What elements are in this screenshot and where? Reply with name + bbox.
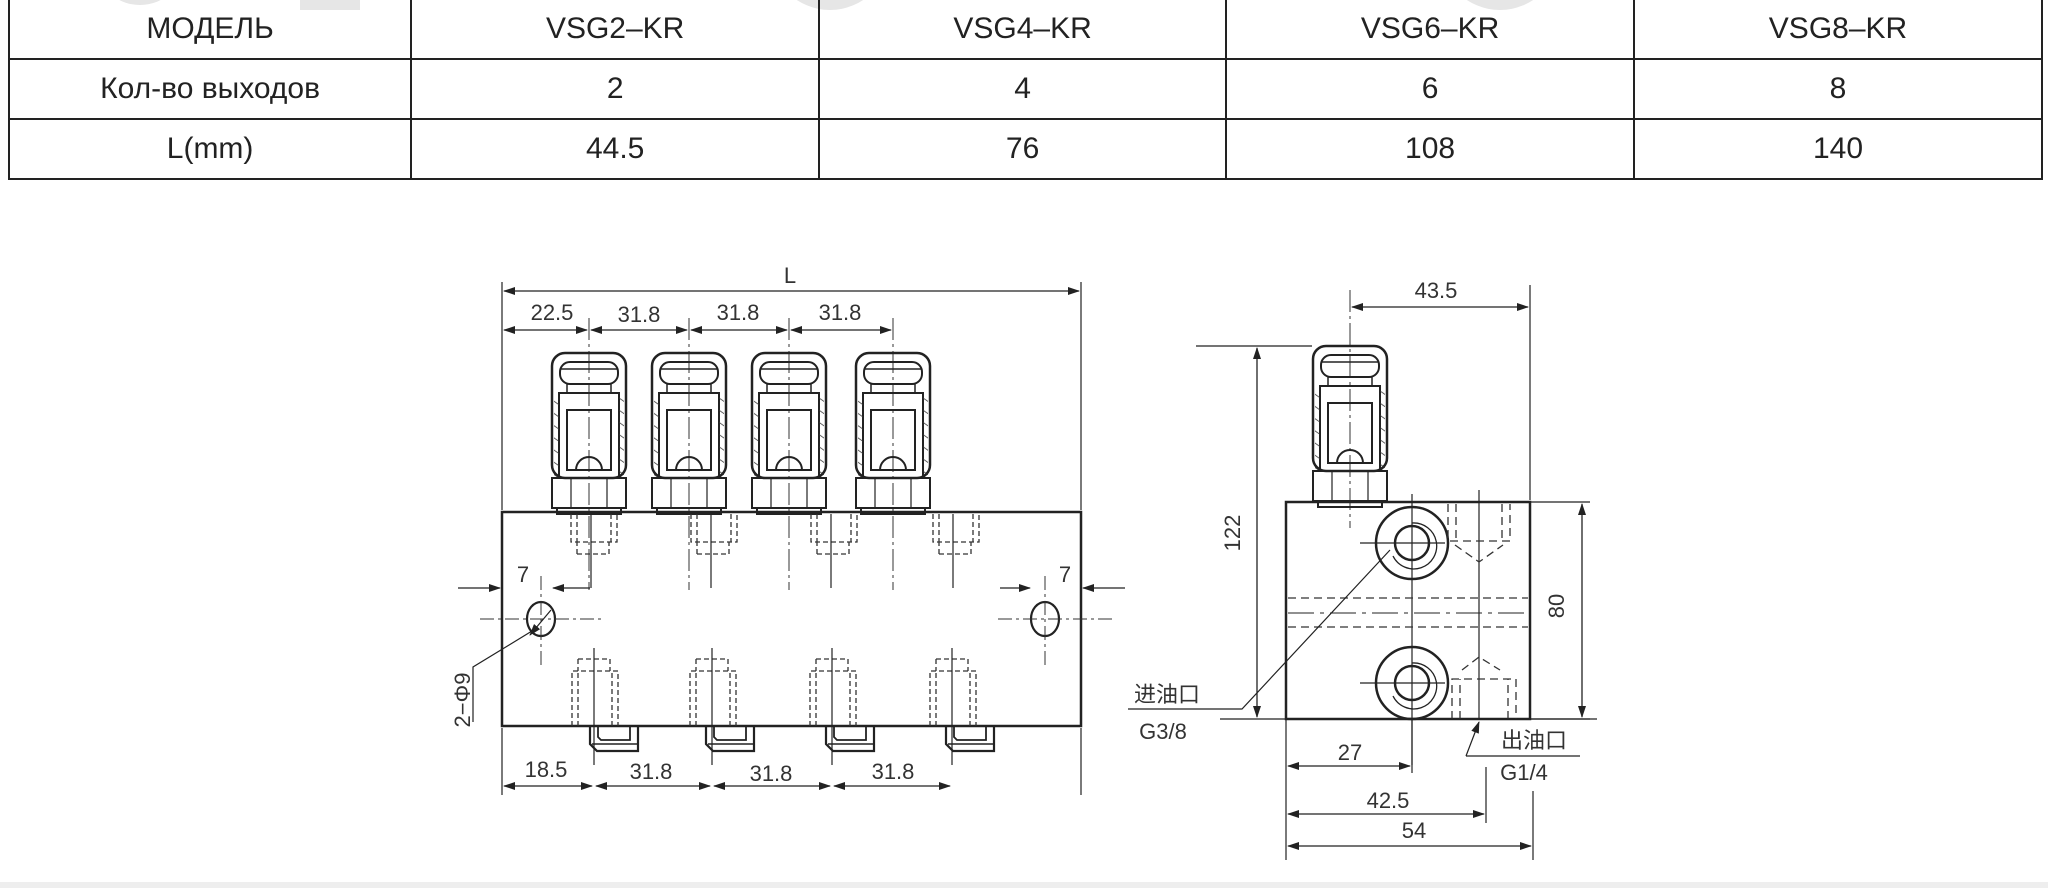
- table-cell: VSG6–KR: [1225, 0, 1636, 60]
- hole-label: 2−Φ9: [450, 673, 475, 728]
- outlet-thread: G1/4: [1500, 760, 1548, 785]
- top-dim-1: 22.5: [531, 300, 574, 325]
- table-cell: 140: [1633, 118, 2043, 180]
- table-cell: 76: [818, 118, 1228, 180]
- top-dim-3: 31.8: [717, 300, 760, 325]
- inlet-thread: G3/8: [1139, 719, 1187, 744]
- table-cell: VSG4–KR: [818, 0, 1228, 60]
- table-cell: VSG8–KR: [1633, 0, 2043, 60]
- row-header: L(mm): [7, 118, 413, 180]
- top-dim-4: 31.8: [819, 300, 862, 325]
- table-cell: 2: [410, 58, 821, 120]
- table-row-model: МОДЕЛЬ VSG2–KR VSG4–KR VSG6–KR VSG8–KR: [7, 0, 2043, 60]
- side-view: 43.5 122 80: [1128, 278, 1597, 860]
- inlet-label: 进油口: [1134, 682, 1200, 707]
- bottom-dim-3: 31.8: [750, 761, 793, 786]
- table-row-outlets: Кол-во выходов 2 4 6 8: [7, 58, 2043, 120]
- side-bottom-dim-1: 27: [1338, 740, 1362, 765]
- model-spec-table: МОДЕЛЬ VSG2–KR VSG4–KR VSG6–KR VSG8–KR К…: [7, 0, 2043, 180]
- top-dim-2: 31.8: [618, 302, 661, 327]
- row-header: Кол-во выходов: [7, 58, 413, 120]
- side-bottom-dim-3: 54: [1402, 818, 1426, 843]
- table-row-length: L(mm) 44.5 76 108 140: [7, 118, 2043, 180]
- overall-length-label: L: [784, 263, 796, 288]
- side-height-dim: 122: [1220, 515, 1245, 552]
- table-cell: 4: [818, 58, 1228, 120]
- row-header: МОДЕЛЬ: [7, 0, 413, 60]
- bottom-dim-2: 31.8: [630, 759, 673, 784]
- table-cell: 8: [1633, 58, 2043, 120]
- outlet-label: 出油口: [1501, 728, 1567, 753]
- table-cell: 6: [1225, 58, 1636, 120]
- right-edge-dim: 7: [1059, 562, 1071, 587]
- table-cell: 108: [1225, 118, 1636, 180]
- bottom-dim-4: 31.8: [872, 759, 915, 784]
- table-cell: 44.5: [410, 118, 821, 180]
- table-cell: VSG2–KR: [410, 0, 821, 60]
- front-view: L 22.5 31.8 31.8 31.8: [450, 263, 1125, 795]
- side-top-dim: 43.5: [1415, 278, 1458, 303]
- bottom-divider: [0, 882, 2048, 888]
- side-bottom-dim-2: 42.5: [1367, 788, 1410, 813]
- left-edge-dim: 7: [517, 562, 529, 587]
- block-height-dim: 80: [1544, 594, 1569, 618]
- bottom-dim-1: 18.5: [525, 757, 568, 782]
